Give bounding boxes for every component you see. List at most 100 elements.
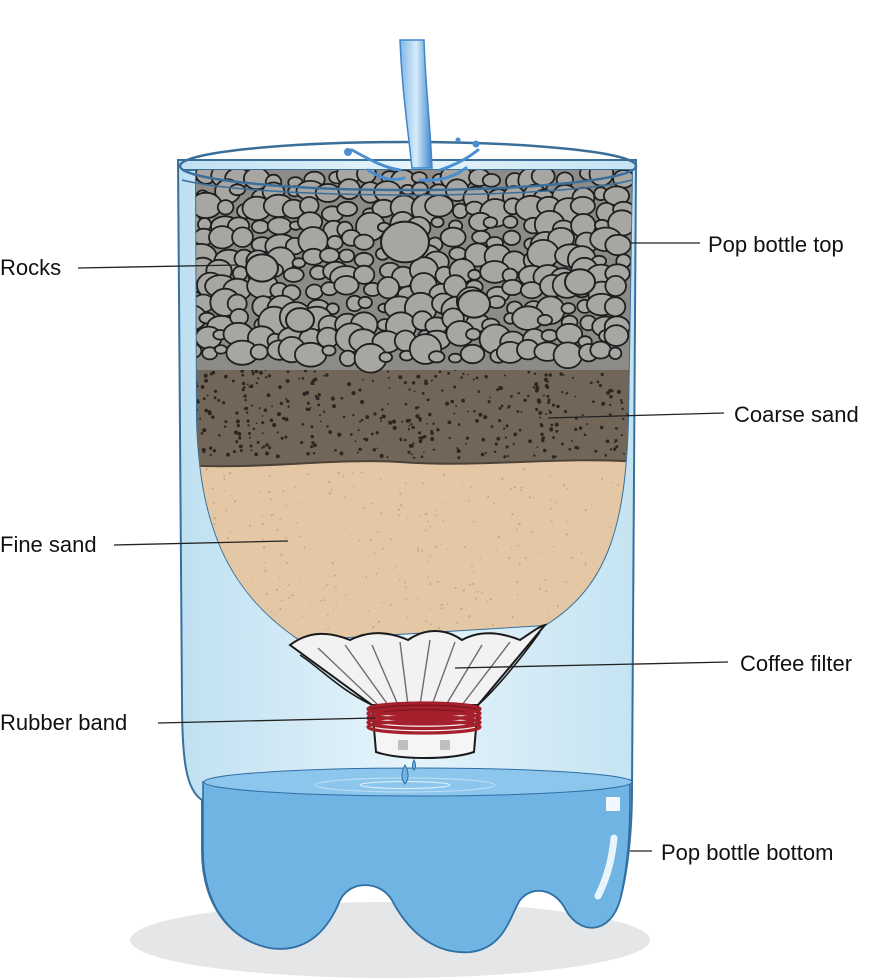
- coarse-sand-grain: [504, 436, 507, 439]
- coarse-sand-grain: [592, 400, 595, 403]
- coarse-sand-grain: [247, 431, 252, 436]
- fine-sand-grain: [460, 607, 463, 611]
- coarse-sand-grain: [539, 416, 542, 419]
- fine-sand-grain: [610, 482, 613, 484]
- rock: [481, 173, 501, 188]
- coarse-sand-grain: [609, 395, 613, 399]
- coarse-sand-grain: [202, 450, 206, 454]
- rock: [589, 340, 612, 360]
- fine-sand-grain: [264, 569, 267, 572]
- coarse-sand-grain: [265, 443, 269, 447]
- fine-sand-grain: [288, 597, 291, 600]
- rock: [216, 199, 235, 216]
- coarse-sand-grain: [285, 379, 290, 383]
- coarse-sand-grain: [362, 378, 364, 381]
- coarse-sand-grain: [250, 404, 253, 407]
- label-rocks: Rocks: [0, 255, 61, 280]
- bottle-rim: [178, 140, 638, 192]
- coarse-sand-grain: [548, 409, 550, 412]
- fine-sand-grain: [446, 603, 449, 605]
- coarse-sand-grain: [268, 446, 272, 450]
- coarse-sand-grain: [576, 446, 580, 450]
- coarse-sand-grain: [455, 405, 458, 408]
- coarse-sand-grain: [460, 376, 463, 379]
- rock: [519, 281, 544, 300]
- coarse-sand-grain: [201, 447, 206, 453]
- coarse-sand-grain: [407, 450, 411, 454]
- fine-sand-grain: [279, 518, 281, 520]
- label-coffee-filter: Coffee filter: [740, 651, 852, 676]
- fine-sand-grain: [524, 556, 527, 559]
- coarse-sand-grain: [306, 401, 310, 405]
- rock: [604, 233, 632, 257]
- coarse-sand-grain: [534, 382, 539, 387]
- coarse-sand-grain: [217, 398, 221, 402]
- fine-sand-grain: [421, 607, 423, 609]
- coarse-sand-grain: [547, 398, 551, 402]
- coarse-sand-grain: [432, 448, 436, 451]
- fine-sand-grain: [550, 499, 552, 501]
- coarse-sand-grain: [555, 429, 559, 433]
- coarse-sand-grain: [420, 435, 424, 440]
- fine-sand-grain: [223, 474, 226, 477]
- coarse-sand-grain: [568, 447, 572, 451]
- coarse-sand-grain: [376, 447, 379, 450]
- fine-sand-grain: [264, 562, 266, 564]
- coarse-sand-grain: [342, 415, 346, 419]
- coarse-sand-grain: [608, 413, 612, 416]
- coarse-sand-grain: [387, 370, 390, 373]
- fine-sand-grain: [517, 544, 520, 547]
- fine-sand-grain: [279, 608, 282, 611]
- label-pop-bottle-bottom: Pop bottle bottom: [661, 840, 833, 865]
- coarse-sand-grain: [373, 412, 377, 416]
- coarse-sand-grain: [262, 445, 266, 448]
- coarse-sand-grain: [481, 437, 486, 442]
- fine-sand-grain: [328, 492, 330, 494]
- fine-sand-grain: [486, 601, 489, 603]
- fine-sand-grain: [440, 543, 442, 545]
- fine-sand-grain: [417, 549, 420, 552]
- coarse-sand-grain: [543, 377, 548, 382]
- coarse-sand-grain: [498, 406, 502, 410]
- fine-sand-grain: [309, 604, 311, 606]
- fine-sand-grain: [323, 599, 326, 602]
- coarse-sand-grain: [430, 436, 435, 442]
- coarse-sand-grain: [453, 412, 456, 415]
- coarse-sand-grain: [352, 413, 355, 417]
- fine-sand-grain: [397, 508, 400, 511]
- coarse-sand-grain: [209, 446, 213, 450]
- fine-sand-grain: [516, 581, 519, 584]
- fine-sand-grain: [270, 498, 272, 501]
- fine-sand-grain: [562, 484, 566, 487]
- coarse-sand-grain: [263, 408, 268, 412]
- fine-sand-grain: [444, 501, 447, 504]
- coarse-sand-grain: [447, 371, 451, 375]
- rock: [502, 215, 519, 229]
- coarse-sand-grain: [505, 424, 509, 428]
- coarse-sand-grain: [413, 390, 416, 393]
- rock: [380, 220, 430, 264]
- coarse-sand-grain: [375, 431, 379, 435]
- coarse-sand-grain: [311, 441, 315, 445]
- fine-sand-grain: [487, 495, 490, 499]
- rock: [448, 352, 463, 364]
- coarse-sand-grain: [284, 435, 288, 439]
- coarse-sand-grain: [622, 417, 625, 421]
- coarse-sand-grain: [535, 407, 539, 412]
- coarse-sand-grain: [248, 385, 251, 388]
- fine-sand-grain: [213, 522, 216, 525]
- rock: [333, 275, 360, 296]
- fine-sand-grain: [427, 520, 430, 523]
- fine-sand-grain: [235, 565, 237, 567]
- coarse-sand-grain: [259, 370, 263, 375]
- coarse-sand-grain: [334, 448, 337, 452]
- fine-sand-grain: [556, 605, 560, 608]
- coarse-sand-grain: [513, 432, 518, 437]
- rock: [285, 307, 315, 333]
- fine-sand-grain: [334, 574, 337, 577]
- fine-sand-grain: [296, 521, 298, 524]
- coarse-sand-grain: [421, 391, 425, 395]
- coarse-sand-grain: [261, 432, 264, 435]
- fine-sand-grain: [360, 471, 363, 474]
